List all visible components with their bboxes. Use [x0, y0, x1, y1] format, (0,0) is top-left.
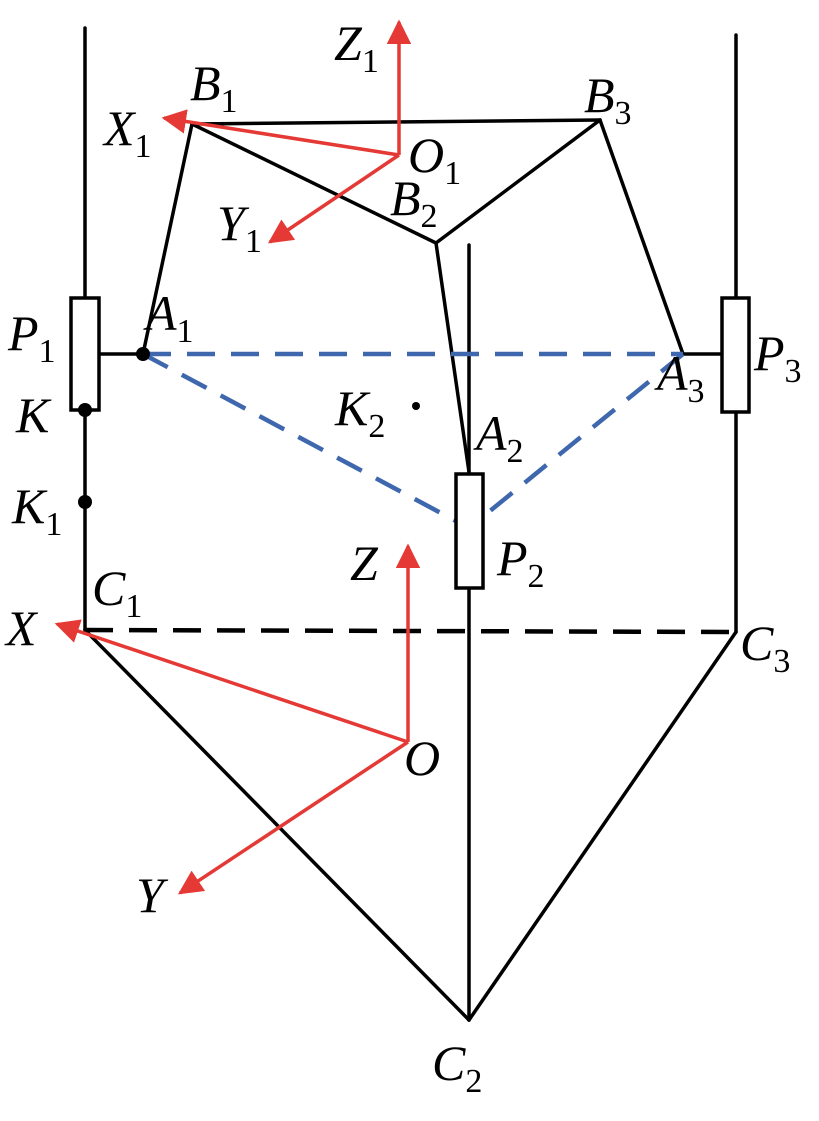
axis-x-arrow [54, 619, 409, 744]
base-edge-c3-c2 [467, 630, 738, 1022]
platform-edge-b1-b3 [190, 118, 602, 126]
slider-p3 [720, 296, 751, 414]
label-x1: X1 [102, 100, 152, 165]
joint-k1-dot [78, 495, 92, 509]
triangle-a3-a2 [467, 352, 685, 530]
point-k2-dot [412, 402, 420, 410]
label-x: X [4, 600, 39, 656]
label-k1: K1 [11, 478, 62, 543]
leg-a1-b1 [141, 122, 194, 356]
slider-p1 [69, 296, 101, 412]
platform-edge-b1-b2 [190, 122, 438, 245]
joint-k-dot [78, 403, 92, 417]
base-edge-c1-c2 [83, 628, 471, 1022]
label-y: Y [136, 867, 169, 923]
label-z: Z [350, 535, 379, 591]
label-k: K [15, 387, 52, 443]
label-b3: B3 [584, 67, 632, 132]
label-o1: O1 [408, 127, 461, 192]
label-y1: Y1 [217, 195, 262, 260]
label-a3: A3 [654, 345, 705, 410]
label-p3: P3 [753, 325, 802, 390]
label-o: O [404, 730, 440, 786]
label-c1: C1 [92, 560, 142, 625]
label-k2: K2 [334, 380, 385, 445]
label-z1: Z1 [334, 15, 379, 80]
label-p1: P1 [7, 305, 56, 370]
axis-x1-arrow [161, 109, 400, 157]
triangle-a1-a2 [141, 352, 471, 530]
leg-a3-b3 [598, 118, 685, 356]
joint-a1-dot [136, 347, 150, 361]
platform-edge-b2-b3 [434, 118, 602, 245]
label-b2: B2 [390, 170, 438, 235]
label-b1: B1 [190, 55, 238, 120]
label-p2: P2 [496, 530, 545, 595]
label-c3: C3 [740, 615, 790, 680]
label-c2: C2 [432, 1035, 482, 1100]
leg-a2-b2 [434, 241, 471, 474]
label-a1: A1 [143, 285, 194, 350]
base-dash-c1-c3 [84, 627, 737, 635]
axis-y-arrow [177, 740, 409, 895]
label-a2: A2 [473, 405, 524, 470]
axis-y1-arrow [267, 153, 400, 244]
slider-p2 [454, 472, 485, 590]
